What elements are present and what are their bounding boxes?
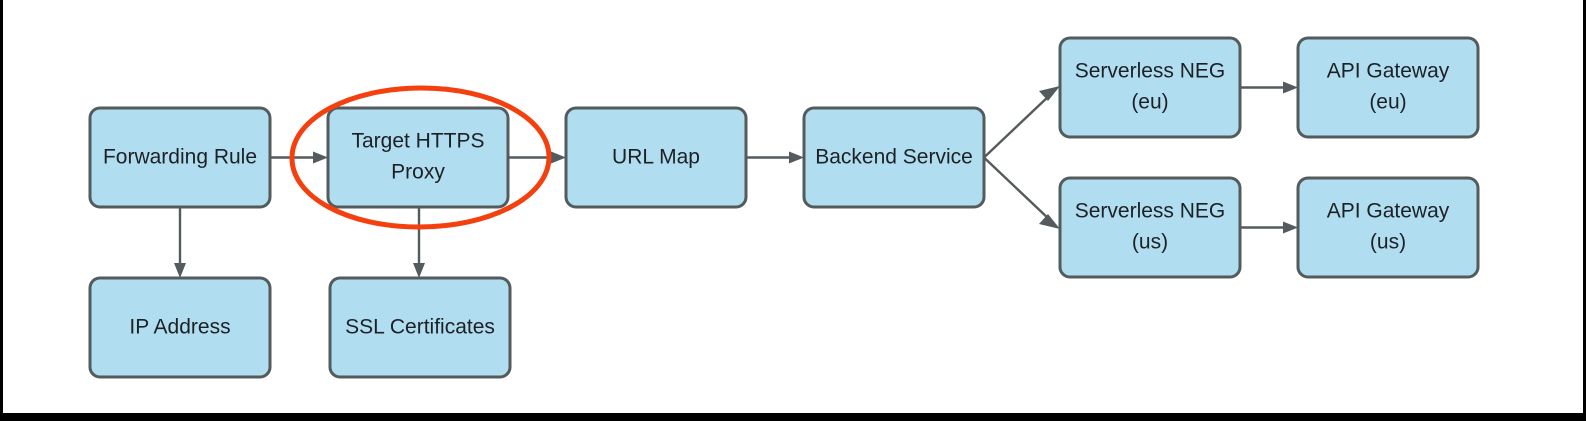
node-serverless-neg-eu-label-line2: (eu) <box>1131 91 1168 114</box>
edge-forwarding-rule-to-ip-address <box>174 207 186 278</box>
frame-bottom-edge <box>0 413 1586 421</box>
node-ssl-certificates-shape[interactable] <box>328 276 512 379</box>
node-url-map-label: URL Map <box>612 146 700 169</box>
node-backend-service-label: Backend Service <box>815 146 973 169</box>
node-api-gateway-us[interactable]: API Gateway (us) <box>1296 176 1480 279</box>
edge-backend-service-to-serverless-neg-us <box>983 156 1060 229</box>
edge-serverless-neg-eu-to-api-gateway-eu <box>1240 81 1298 94</box>
node-target-https-proxy[interactable]: Target HTTPS Proxy <box>326 106 510 209</box>
node-layer: Forwarding Rule IP Address Target HTTPS … <box>88 36 1480 379</box>
node-serverless-neg-us-label-line1: Serverless NEG <box>1075 200 1226 223</box>
node-backend-service-shape[interactable] <box>802 106 986 209</box>
annotation-layer <box>289 85 552 230</box>
edge-backend-service-to-serverless-neg-eu <box>983 86 1060 159</box>
node-ssl-certificates-label: SSL Certificates <box>345 316 495 339</box>
node-api-gateway-eu-shape[interactable] <box>1296 36 1480 139</box>
edge-target-https-proxy-to-url-map <box>508 151 566 164</box>
node-forwarding-rule-label: Forwarding Rule <box>103 146 257 169</box>
node-forwarding-rule-shape[interactable] <box>88 106 272 209</box>
node-target-https-proxy-label-line2: Proxy <box>391 161 445 184</box>
node-backend-service[interactable]: Backend Service <box>802 106 986 209</box>
node-api-gateway-us-shape[interactable] <box>1296 176 1480 279</box>
node-api-gateway-eu[interactable]: API Gateway (eu) <box>1296 36 1480 139</box>
node-serverless-neg-us-shape[interactable] <box>1058 176 1242 279</box>
edge-layer <box>174 81 1298 278</box>
node-ip-address-label: IP Address <box>129 316 230 339</box>
node-serverless-neg-us[interactable]: Serverless NEG (us) <box>1058 176 1242 279</box>
frame-left-edge <box>0 0 3 421</box>
highlight-ellipse-target-https-proxy <box>289 85 552 230</box>
node-ip-address-shape[interactable] <box>88 276 272 379</box>
node-ssl-certificates[interactable]: SSL Certificates <box>328 276 512 379</box>
node-serverless-neg-eu-shape[interactable] <box>1058 36 1242 139</box>
edge-url-map-to-backend-service <box>746 151 804 164</box>
node-url-map-shape[interactable] <box>564 106 748 209</box>
node-target-https-proxy-shape[interactable] <box>326 106 510 209</box>
node-ip-address[interactable]: IP Address <box>88 276 272 379</box>
node-serverless-neg-eu-label-line1: Serverless NEG <box>1075 60 1226 83</box>
node-api-gateway-us-label-line2: (us) <box>1370 231 1406 254</box>
node-api-gateway-eu-label-line1: API Gateway <box>1327 60 1450 83</box>
edge-target-https-proxy-to-ssl-certificates <box>413 207 425 278</box>
frame-right-edge <box>1583 0 1586 421</box>
edge-serverless-neg-us-to-api-gateway-us <box>1240 221 1298 234</box>
node-api-gateway-us-label-line1: API Gateway <box>1327 200 1450 223</box>
node-serverless-neg-us-label-line2: (us) <box>1132 231 1168 254</box>
edge-forwarding-rule-to-target-https-proxy <box>270 151 328 164</box>
node-serverless-neg-eu[interactable]: Serverless NEG (eu) <box>1058 36 1242 139</box>
node-forwarding-rule[interactable]: Forwarding Rule <box>88 106 272 209</box>
node-url-map[interactable]: URL Map <box>564 106 748 209</box>
node-api-gateway-eu-label-line2: (eu) <box>1369 91 1406 114</box>
node-target-https-proxy-label-line1: Target HTTPS <box>351 130 484 153</box>
